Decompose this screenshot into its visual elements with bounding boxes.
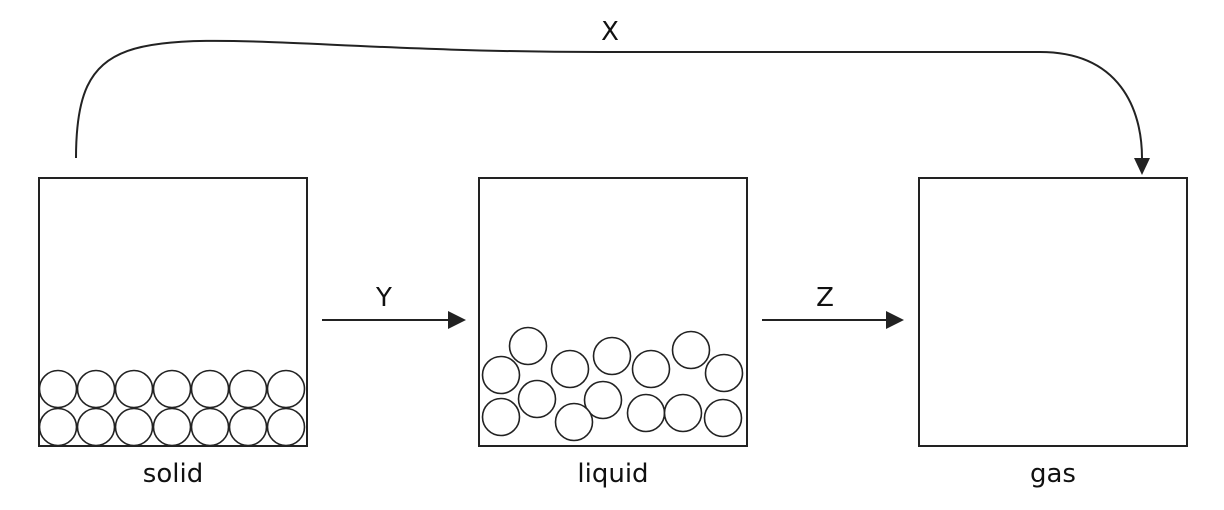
solid-particle	[38, 407, 78, 447]
liquid-particle	[508, 326, 548, 366]
state-label-solid: solid	[143, 459, 203, 489]
transition-label-z: Z	[816, 283, 834, 313]
solid-particle	[266, 407, 306, 447]
arrow-z-head	[886, 311, 904, 329]
arrow-x-curve	[75, 39, 1143, 159]
liquid-container	[478, 177, 748, 447]
liquid-particles	[481, 326, 744, 442]
liquid-particle	[663, 393, 703, 433]
solid-particle	[190, 369, 230, 409]
liquid-particle	[583, 380, 623, 420]
solid-particle	[38, 369, 78, 409]
liquid-particle	[704, 353, 744, 393]
transition-label-y: Y	[375, 283, 392, 313]
solid-particle	[114, 407, 154, 447]
solid-particle	[228, 407, 268, 447]
solid-particle	[152, 407, 192, 447]
liquid-particle	[517, 379, 557, 419]
arrow-y-head	[448, 311, 466, 329]
gas-container	[918, 177, 1188, 447]
liquid-particle	[592, 336, 632, 376]
liquid-particle	[554, 402, 594, 442]
liquid-particle	[481, 397, 521, 437]
arrow-x-head	[1134, 158, 1150, 175]
solid-particles	[38, 369, 306, 447]
solid-particle	[76, 369, 116, 409]
solid-particle	[228, 369, 268, 409]
liquid-particle	[626, 393, 666, 433]
solid-particle	[190, 407, 230, 447]
liquid-particle	[631, 349, 671, 389]
solid-particle	[266, 369, 306, 409]
state-label-liquid: liquid	[577, 459, 648, 489]
solid-particle	[152, 369, 192, 409]
state-label-gas: gas	[1030, 459, 1076, 489]
solid-particle	[114, 369, 154, 409]
liquid-particle	[671, 330, 711, 370]
solid-particle	[76, 407, 116, 447]
liquid-particle	[550, 349, 590, 389]
liquid-particle	[703, 398, 743, 438]
transition-label-x: X	[601, 17, 619, 47]
liquid-particle	[481, 355, 521, 395]
